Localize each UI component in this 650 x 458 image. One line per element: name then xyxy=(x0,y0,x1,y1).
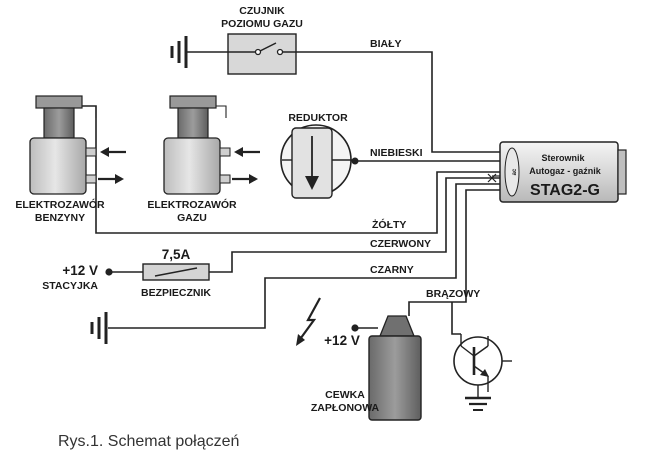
gas-valve xyxy=(163,95,231,195)
fuse xyxy=(142,263,210,281)
wire-label-white: BIAŁY xyxy=(370,38,402,50)
wire-brown xyxy=(408,189,500,335)
fuse-label: BEZPIECZNIK xyxy=(141,287,211,299)
controller-label-line1: Sterownik xyxy=(541,153,585,163)
fuse-rating: 7,5A xyxy=(162,247,191,262)
ground-symbol-sensor xyxy=(170,36,188,68)
petrol-valve-label-line2: BENZYNY xyxy=(35,212,85,224)
transistor-symbol xyxy=(453,334,512,398)
petrol-valve-flow-arrows xyxy=(98,147,126,184)
sensor-label-line1: CZUJNIK xyxy=(239,5,285,17)
coil-label-line1: CEWKA xyxy=(325,389,365,401)
controller-stag2g: ac xyxy=(487,141,627,203)
supply-terminal xyxy=(105,268,113,276)
wire-label-black: CZARNY xyxy=(370,264,414,276)
gas-level-sensor xyxy=(227,33,297,75)
controller-logo: ac xyxy=(512,168,518,175)
gas-valve-label-line2: GAZU xyxy=(177,212,207,224)
wire-label-brown: BRĄZOWY xyxy=(426,288,480,300)
reducer-label: REDUKTOR xyxy=(288,112,348,124)
ignition-coil xyxy=(351,315,422,421)
coil-label-line2: ZAPŁONOWA xyxy=(311,402,380,414)
wire-label-red: CZERWONY xyxy=(370,238,431,250)
gas-valve-flow-arrows xyxy=(232,147,260,184)
wire-label-yellow: ŻÓŁTY xyxy=(372,218,406,231)
coil-voltage: +12 V xyxy=(324,333,360,348)
petrol-valve-label-line1: ELEKTROZAWÓR xyxy=(15,198,105,211)
wire-label-blue: NIEBIESKI xyxy=(370,147,423,159)
supply-label: STACYJKA xyxy=(42,280,98,292)
petrol-valve xyxy=(29,95,97,195)
spark-icon xyxy=(296,297,321,346)
controller-model: STAG2-G xyxy=(530,182,600,199)
ground-symbol-transistor xyxy=(465,396,491,411)
wire-black xyxy=(108,183,500,329)
ground-symbol-black xyxy=(90,312,108,344)
sensor-label-line2: POZIOMU GAZU xyxy=(221,18,303,30)
supply-voltage: +12 V xyxy=(62,263,98,278)
controller-label-line2: Autogaz - gaźnik xyxy=(529,166,601,176)
gas-valve-label-line1: ELEKTROZAWÓR xyxy=(147,198,237,211)
figure-caption: Rys.1. Schemat połączeń xyxy=(58,433,239,450)
wire-white xyxy=(296,51,500,153)
wire-yellow xyxy=(82,105,500,234)
reducer xyxy=(280,124,359,199)
wire-red xyxy=(108,177,500,273)
